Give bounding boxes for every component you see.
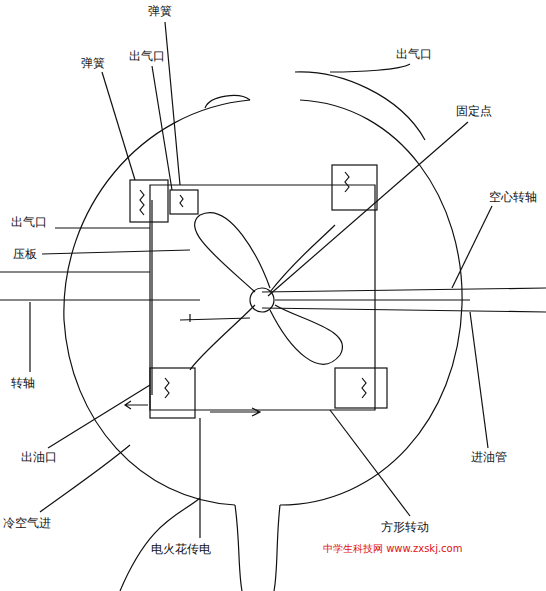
shaft xyxy=(0,272,200,300)
housing xyxy=(64,100,462,505)
rotor-lobe xyxy=(195,213,270,292)
chamber xyxy=(335,368,387,408)
leader-line xyxy=(199,418,200,538)
leader-line xyxy=(330,64,410,72)
part-label: 转轴 xyxy=(10,376,36,390)
leader-line xyxy=(48,385,150,448)
leader-line xyxy=(55,227,150,228)
leader-line xyxy=(470,312,488,448)
flow-arrow xyxy=(125,401,260,416)
part-label: 压板 xyxy=(12,247,38,261)
rotor-lobe xyxy=(270,305,343,364)
chamber xyxy=(130,180,168,222)
part-label: 出气口 xyxy=(10,215,48,229)
leader-line xyxy=(452,206,492,288)
part-label: 弹簧 xyxy=(147,4,173,18)
chamber xyxy=(332,165,377,210)
leader-line xyxy=(268,122,468,296)
watermark: 中学生科技网 www.zxskj.com xyxy=(322,542,463,556)
part-label: 进油管 xyxy=(470,450,508,464)
square-rotor xyxy=(150,185,375,410)
chamber xyxy=(170,190,198,214)
part-label: 冷空气进 xyxy=(2,516,52,530)
leader-line xyxy=(42,250,190,254)
leader-line xyxy=(29,302,30,372)
exhaust-duct xyxy=(205,72,425,140)
chamber xyxy=(150,368,195,418)
spring-symbol xyxy=(140,172,366,398)
part-label: 空心转轴 xyxy=(488,190,538,204)
hollow-shaft xyxy=(262,288,546,312)
part-label: 出气口 xyxy=(395,47,433,61)
part-label: 固定点 xyxy=(455,104,493,118)
leader-line xyxy=(102,72,135,180)
part-label: 出油口 xyxy=(20,450,58,464)
part-label: 方形转动 xyxy=(380,520,430,534)
rotor-arm xyxy=(190,225,335,370)
part-label: 出气口 xyxy=(128,49,166,63)
leader-line xyxy=(330,410,410,516)
intake-pipe xyxy=(235,505,280,591)
part-label: 电火花传电 xyxy=(150,542,212,556)
leader-line xyxy=(152,66,172,190)
linkage xyxy=(180,314,250,322)
part-label: 弹簧 xyxy=(80,56,106,70)
frame-line xyxy=(151,200,152,395)
